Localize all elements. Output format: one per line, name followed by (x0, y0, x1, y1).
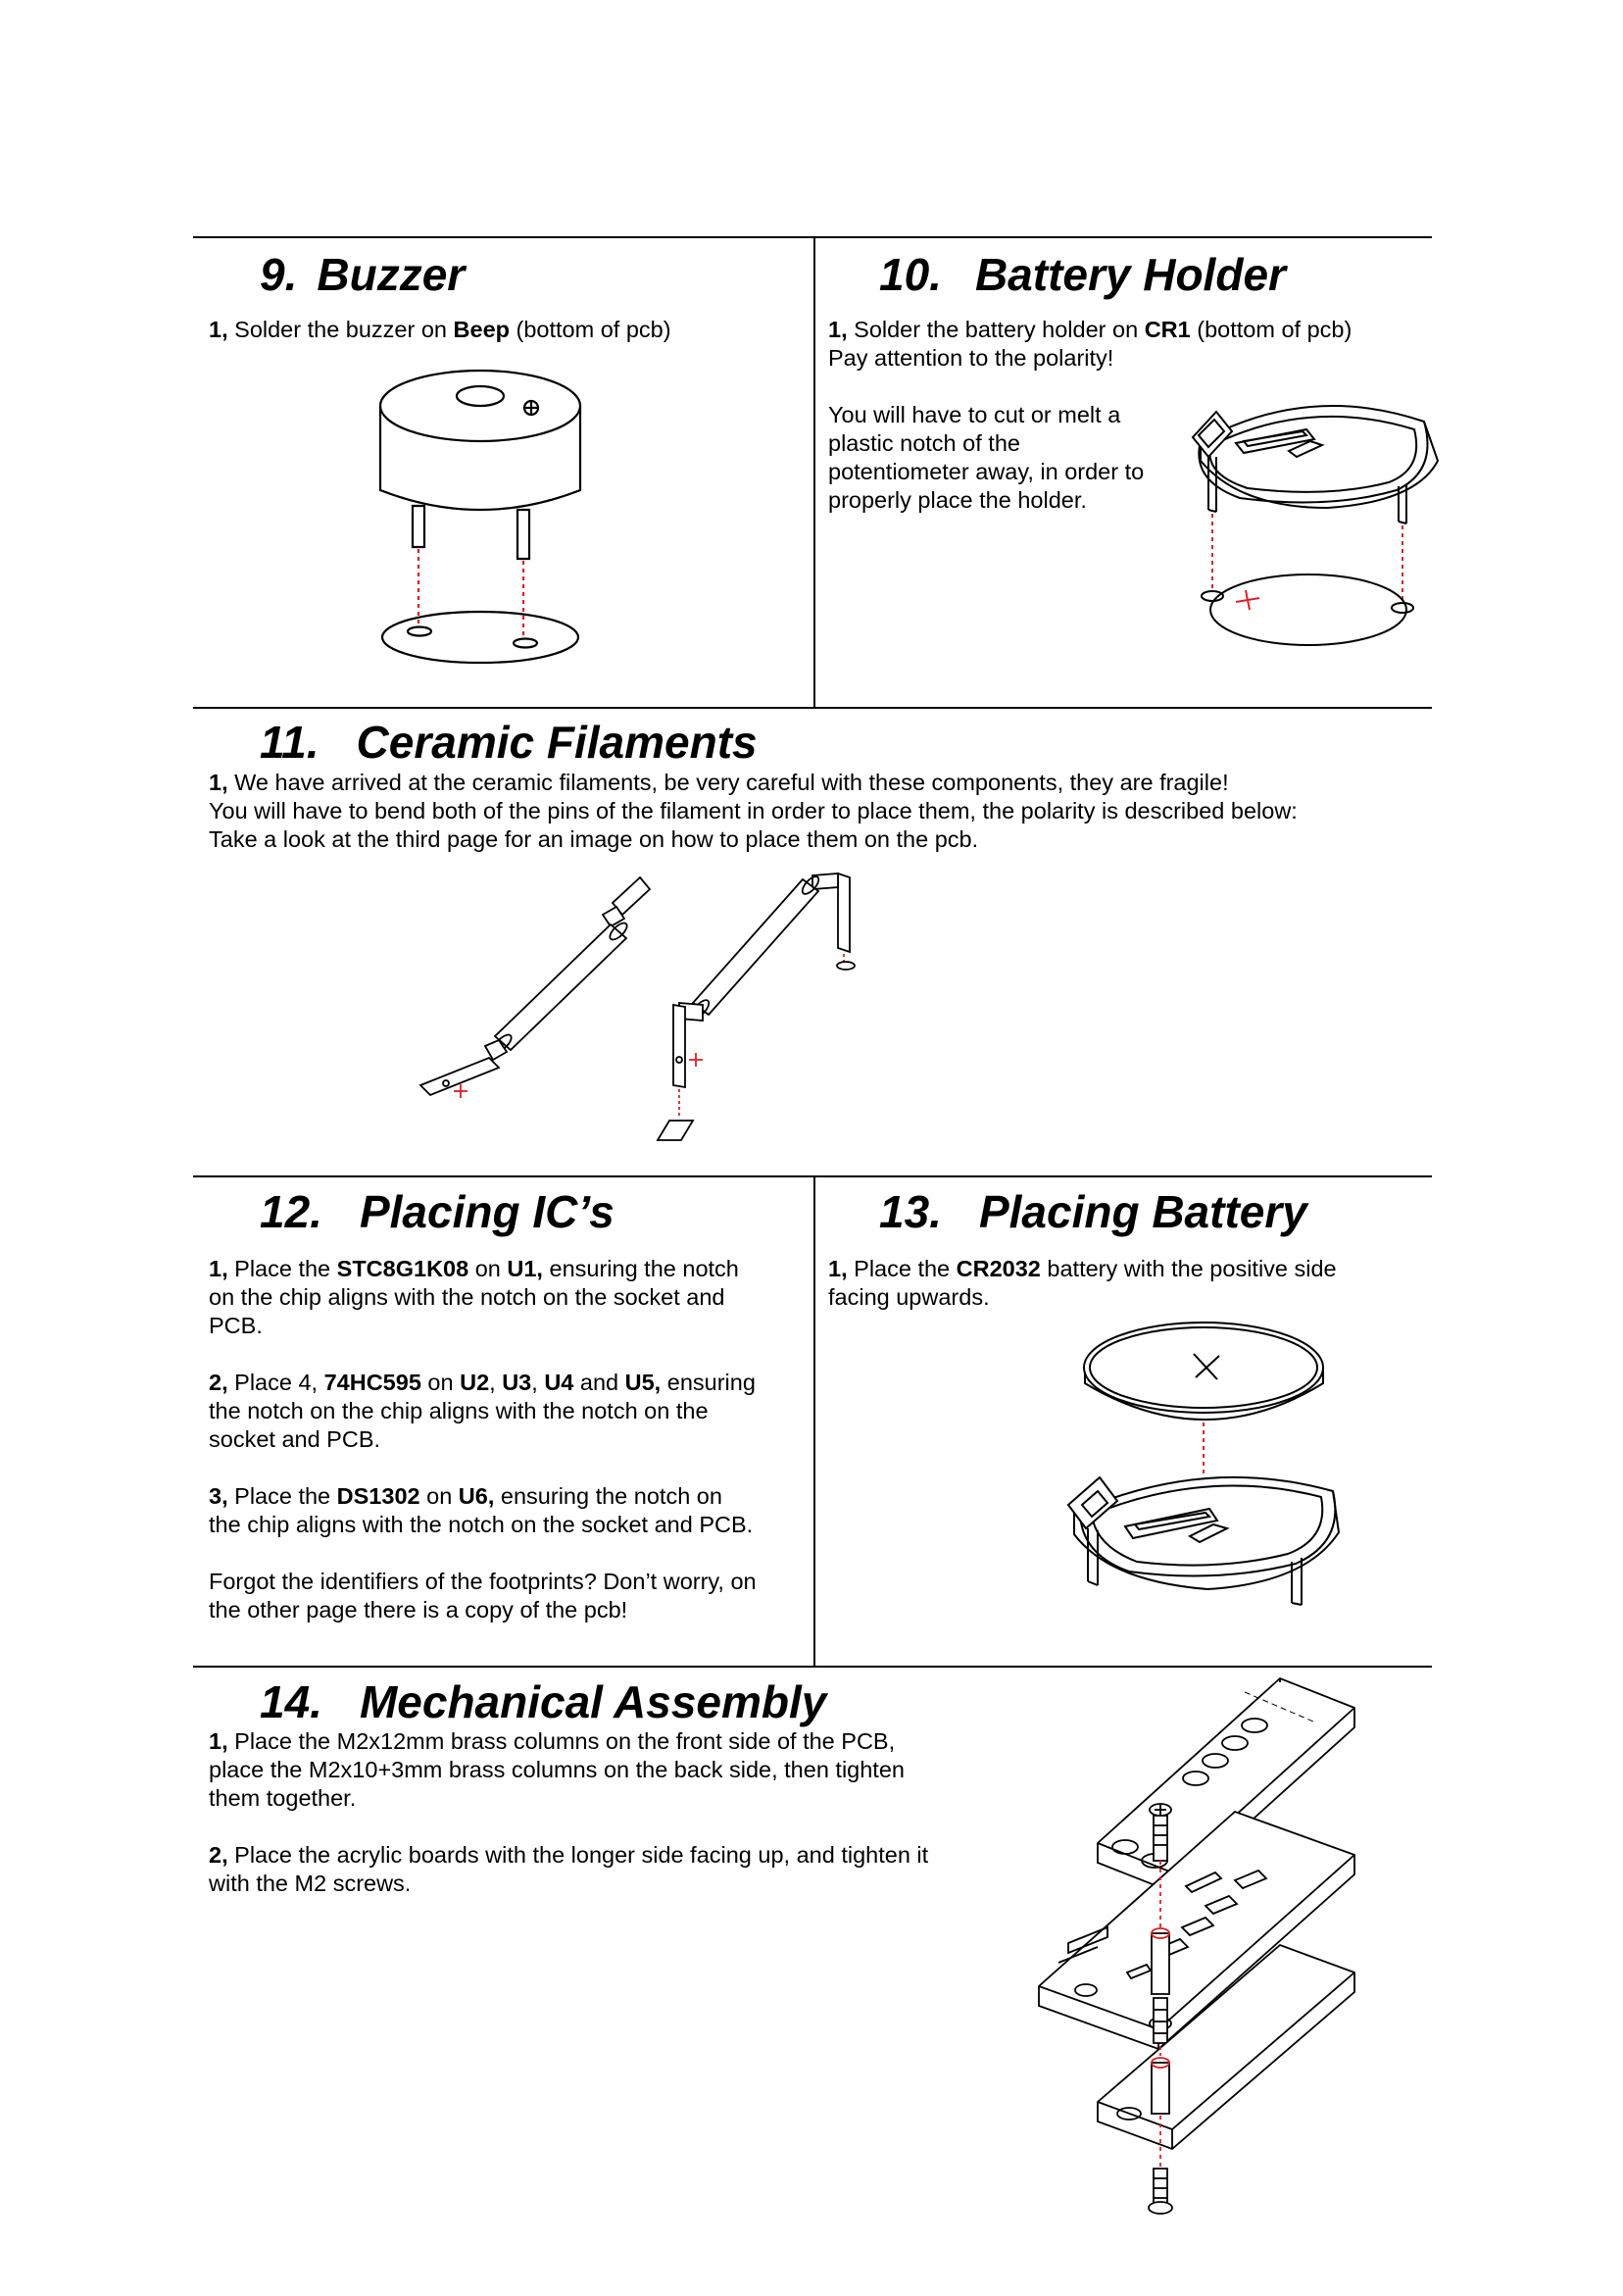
section-13-text: 1, Place the CR2032 battery with the pos… (828, 1256, 1337, 1310)
rule-3 (193, 1175, 1432, 1177)
mechanical-assembly-icon (1039, 1678, 1372, 2222)
section-11-title: 11.Ceramic Filaments (260, 717, 758, 768)
section-10-text: 1, Solder the battery holder on CR1 (bot… (828, 317, 1352, 513)
section-9-text: 1, Solder the buzzer on Beep (bottom of … (209, 317, 671, 342)
coin-battery-icon (1060, 1319, 1345, 1613)
battery-holder-icon (1181, 392, 1436, 652)
section-14-text: 1, Place the M2x12mm brass columns on th… (209, 1728, 929, 1896)
rule-4 (193, 1666, 1432, 1668)
section-10-title: 10.Battery Holder (879, 249, 1286, 300)
rule-vertical-1 (813, 236, 815, 707)
section-14-title: 14.Mechanical Assembly (260, 1676, 827, 1727)
rule-vertical-2 (813, 1175, 815, 1666)
buzzer-icon (372, 363, 588, 667)
rule-2 (193, 707, 1432, 709)
rule-top (193, 236, 1432, 238)
section-12-title: 12.Placing IC’s (260, 1186, 615, 1237)
section-12-text: 1, Place the STC8G1K08 on U1, ensuring t… (209, 1256, 757, 1622)
section-9-title: 9.Buzzer (260, 249, 466, 300)
section-11-text: 1, We have arrived at the ceramic filame… (209, 770, 1298, 852)
ceramic-filament-icon (417, 868, 877, 1152)
section-13-title: 13.Placing Battery (879, 1186, 1307, 1237)
